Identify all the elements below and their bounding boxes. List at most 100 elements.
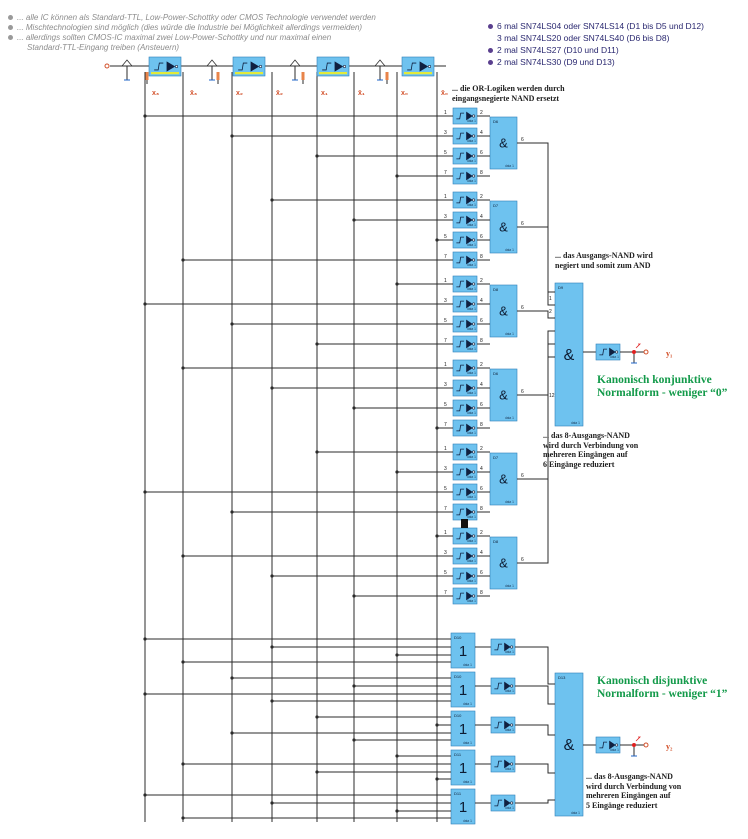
chip-caption: data 1 <box>505 248 514 252</box>
junction-dot <box>435 777 439 781</box>
pin-label: 3 <box>444 298 447 304</box>
negation-bubble-icon <box>472 238 476 242</box>
pin-label: 7 <box>444 506 447 512</box>
negation-bubble-icon <box>510 801 514 805</box>
junction-dot <box>352 218 356 222</box>
junction-dot <box>143 302 147 306</box>
pin-label: 8 <box>480 590 483 596</box>
junction-dot <box>143 692 147 696</box>
ic-item: 6 mal SN74LS04 oder SN74LS14 (D1 bis D5 … <box>488 20 704 32</box>
wire <box>545 310 555 319</box>
hysteresis-icon <box>494 799 503 807</box>
gate-label: D10 <box>454 713 462 718</box>
junction-dot <box>181 660 185 664</box>
junction-dot <box>395 653 399 657</box>
and-symbol: & <box>499 136 508 151</box>
pin-label: 2 <box>480 446 483 452</box>
negation-bubble-icon <box>472 594 476 598</box>
negation-bubble-icon <box>615 350 619 354</box>
gate-label: D13 <box>558 675 566 680</box>
bullet-icon <box>8 15 13 21</box>
junction-dot <box>181 762 185 766</box>
pin-label: 8 <box>480 254 483 260</box>
buffer-icon <box>419 61 429 72</box>
negation-bubble-icon <box>472 510 476 514</box>
junction-dot <box>315 154 319 158</box>
wire <box>545 226 555 306</box>
pin-label: 5 <box>444 318 447 324</box>
negation-bubble-icon <box>343 65 347 69</box>
note-list: ... alle IC können als Standard-TTL, Low… <box>8 13 376 53</box>
pin-label: 3 <box>444 130 447 136</box>
chip-caption: data 1 <box>467 539 476 543</box>
buffer-icon <box>466 507 473 517</box>
negation-bubble-icon <box>472 134 476 138</box>
buffer-icon <box>466 215 473 225</box>
wire <box>541 763 555 774</box>
note-item: ... allerdings sollten CMOS-IC maximal z… <box>8 33 376 43</box>
inverter-gate: data 1 <box>452 527 478 545</box>
buffer-icon <box>466 383 473 393</box>
hysteresis-icon <box>494 682 503 690</box>
pin-label: 7 <box>444 170 447 176</box>
junction-dot <box>352 406 356 410</box>
negation-bubble-icon <box>428 65 432 69</box>
inverter-gate: data 1 <box>452 315 478 333</box>
or-symbol: 1 <box>459 721 467 738</box>
junction-dot <box>352 738 356 742</box>
output-port-icon <box>643 742 649 748</box>
inverter-body <box>148 56 182 77</box>
pin-label: 3 <box>444 214 447 220</box>
buffer-icon <box>609 347 616 357</box>
buffer-icon <box>466 171 473 181</box>
note-item: ... alle IC können als Standard-TTL, Low… <box>8 13 376 23</box>
resistor-icon <box>216 72 220 80</box>
hysteresis-icon <box>456 448 465 456</box>
hysteresis-icon <box>599 348 608 356</box>
inverter-gate: data 1 <box>490 794 516 812</box>
junction-dot <box>435 238 439 242</box>
pin-label: 6 <box>480 150 483 156</box>
wire <box>545 330 555 396</box>
chip-caption: data 1 <box>467 203 476 207</box>
pin-label: 2 <box>480 362 483 368</box>
hysteresis-icon <box>456 572 465 580</box>
pin-label: 3 <box>444 382 447 388</box>
buffer-icon <box>466 195 473 205</box>
gate-label: D8 <box>493 539 499 544</box>
negation-bubble-icon <box>472 322 476 326</box>
or-symbol: 1 <box>459 643 467 660</box>
annotation-nand8-reduced-5: ... das 8-Ausgangs-NAND wird durch Verbi… <box>586 772 682 810</box>
dnf-heading: Kanonisch disjunktive Normalform - wenig… <box>597 675 728 700</box>
chip-caption: data 1 <box>505 416 514 420</box>
chip-caption: data 1 <box>463 819 472 823</box>
junction-dot <box>181 816 185 820</box>
junction-dot <box>143 793 147 797</box>
negation-bubble-icon <box>472 174 476 178</box>
hysteresis-icon <box>322 62 332 71</box>
chip-caption: data 1 <box>463 780 472 784</box>
pin-label: 6 <box>480 402 483 408</box>
junction-dot <box>181 366 185 370</box>
buffer-icon <box>466 235 473 245</box>
buffer-icon <box>466 339 473 349</box>
hysteresis-icon <box>456 236 465 244</box>
gate-label: D10 <box>454 674 462 679</box>
junction-dot <box>270 645 274 649</box>
hysteresis-icon <box>494 643 503 651</box>
gate-label: D9 <box>558 285 564 290</box>
pin-label: 1 <box>444 446 447 452</box>
pin-label: 4 <box>480 214 483 220</box>
negation-bubble-icon <box>175 65 179 69</box>
knf-heading: Kanonisch konjunktive Normalform - wenig… <box>597 374 728 399</box>
hysteresis-icon <box>456 532 465 540</box>
pin-label: 4 <box>480 298 483 304</box>
ic-item: 2 mal SN74LS30 (D9 und D13) <box>488 56 704 68</box>
gate-label: D11 <box>454 752 462 757</box>
pin-label: 5 <box>444 486 447 492</box>
